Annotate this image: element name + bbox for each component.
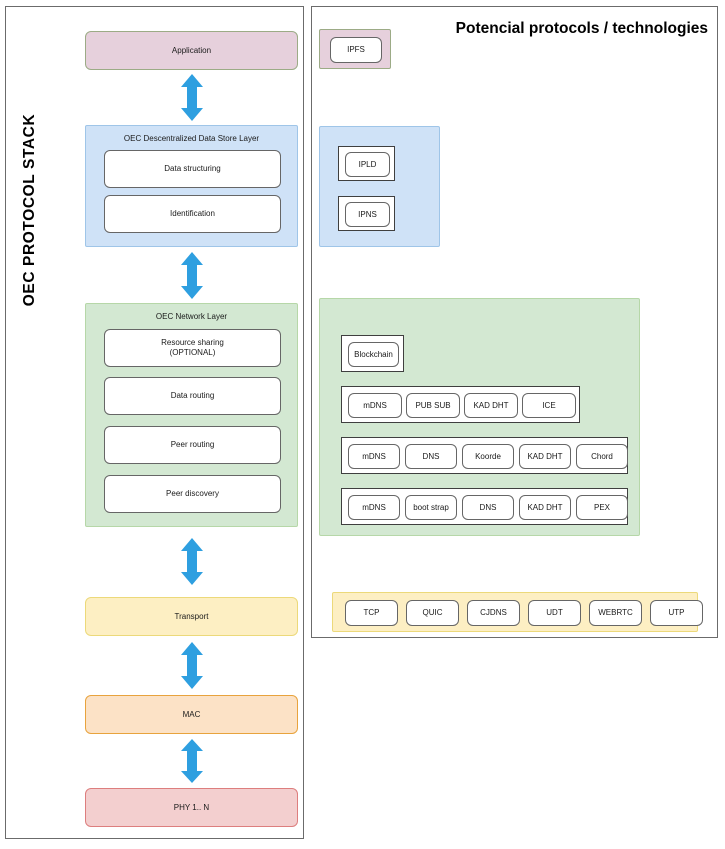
tech-row-peer-discovery: mDNS boot strap DNS KAD DHT PEX: [341, 488, 628, 525]
tech-data-routing-2-label: KAD DHT: [473, 400, 509, 410]
tech-transport-0-label: TCP: [363, 608, 380, 617]
tech-ipns[interactable]: IPNS: [345, 202, 390, 227]
tech-transport-4[interactable]: WEBRTC: [589, 600, 642, 626]
tech-transport-2-label: CJDNS: [480, 608, 507, 617]
tech-ipld-label: IPLD: [358, 159, 377, 169]
tech-peer-routing-1[interactable]: DNS: [405, 444, 457, 469]
tech-peer-routing-3-label: KAD DHT: [527, 451, 563, 461]
tech-transport-4-label: WEBRTC: [598, 608, 633, 617]
layer-application[interactable]: Application: [85, 31, 298, 70]
layer-transport[interactable]: Transport: [85, 597, 298, 636]
tech-row-data-routing: mDNS PUB SUB KAD DHT ICE: [341, 386, 580, 423]
tech-transport-2[interactable]: CJDNS: [467, 600, 520, 626]
tech-data-routing-1[interactable]: PUB SUB: [406, 393, 460, 418]
tech-peer-discovery-1-label: boot strap: [413, 502, 449, 512]
tech-peer-discovery-3-label: KAD DHT: [527, 502, 563, 512]
tech-data-routing-0-label: mDNS: [363, 400, 387, 410]
tech-peer-routing-1-label: DNS: [422, 451, 440, 461]
sublayer-peer-discovery[interactable]: Peer discovery: [104, 475, 281, 513]
page-title-vertical: OEC PROTOCOL STACK: [21, 113, 38, 307]
tech-peer-routing-4-label: Chord: [591, 451, 613, 461]
sublayer-data-routing-label: Data routing: [170, 391, 215, 400]
tech-transport-0[interactable]: TCP: [345, 600, 398, 626]
tech-peer-routing-4[interactable]: Chord: [576, 444, 628, 469]
arrow-datastore-network: [179, 252, 205, 299]
sublayer-resource-sharing[interactable]: Resource sharing (OPTIONAL): [104, 329, 281, 367]
sublayer-identification-label: Identification: [170, 209, 215, 218]
sublayer-data-structuring-label: Data structuring: [164, 164, 221, 173]
tech-row-resource-sharing: Blockchain: [341, 335, 404, 372]
tech-peer-discovery-4[interactable]: PEX: [576, 495, 628, 520]
tech-transport-5-label: UTP: [668, 608, 685, 617]
sublayer-resource-sharing-label-line2: (OPTIONAL): [169, 348, 216, 357]
sublayer-peer-routing[interactable]: Peer routing: [104, 426, 281, 464]
tech-peer-routing-2-label: Koorde: [475, 451, 501, 461]
tech-group-transport: TCP QUIC CJDNS UDT WEBRTC UTP: [332, 592, 703, 632]
tech-ipns-label: IPNS: [358, 209, 377, 219]
tech-peer-discovery-0[interactable]: mDNS: [348, 495, 400, 520]
tech-data-routing-1-label: PUB SUB: [415, 400, 451, 410]
tech-data-routing-0[interactable]: mDNS: [348, 393, 402, 418]
layer-datastore[interactable]: OEC Descentralized Data Store Layer Data…: [85, 125, 298, 247]
tech-peer-discovery-2[interactable]: DNS: [462, 495, 514, 520]
tech-ipfs[interactable]: IPFS: [330, 37, 382, 63]
tech-data-routing-3-label: ICE: [542, 400, 556, 410]
tech-peer-discovery-1[interactable]: boot strap: [405, 495, 457, 520]
sublayer-identification[interactable]: Identification: [104, 195, 281, 233]
layer-mac-label: MAC: [182, 709, 201, 719]
tech-peer-discovery-2-label: DNS: [479, 502, 497, 512]
tech-peer-discovery-4-label: PEX: [593, 502, 610, 512]
layer-datastore-label: OEC Descentralized Data Store Layer: [123, 134, 260, 143]
potential-protocols-panel: Potencial protocols / technologies IPFS …: [311, 6, 718, 638]
tech-group-application: IPFS: [319, 29, 391, 69]
sublayer-peer-discovery-label: Peer discovery: [166, 489, 219, 498]
tech-transport-5[interactable]: UTP: [650, 600, 703, 626]
tech-ipns-frame: IPNS: [338, 196, 395, 231]
sublayer-resource-sharing-label-line1: Resource sharing: [161, 338, 224, 347]
tech-transport-3[interactable]: UDT: [528, 600, 581, 626]
tech-blockchain[interactable]: Blockchain: [348, 342, 399, 367]
arrow-application-datastore: [179, 74, 205, 121]
arrow-transport-mac: [179, 642, 205, 689]
tech-group-datastore: IPLD IPNS: [319, 126, 440, 247]
layer-network[interactable]: OEC Network Layer Resource sharing (OPTI…: [85, 303, 298, 527]
tech-transport-1[interactable]: QUIC: [406, 600, 459, 626]
layer-mac[interactable]: MAC: [85, 695, 298, 734]
potential-protocols-title: Potencial protocols / technologies: [455, 20, 708, 37]
tech-blockchain-label: Blockchain: [354, 349, 393, 359]
sublayer-data-routing[interactable]: Data routing: [104, 377, 281, 415]
tech-data-routing-2[interactable]: KAD DHT: [464, 393, 518, 418]
tech-ipfs-label: IPFS: [347, 45, 365, 54]
tech-peer-routing-3[interactable]: KAD DHT: [519, 444, 571, 469]
tech-transport-3-label: UDT: [546, 608, 563, 617]
tech-transport-1-label: QUIC: [422, 608, 443, 617]
tech-peer-routing-2[interactable]: Koorde: [462, 444, 514, 469]
sublayer-peer-routing-label: Peer routing: [170, 440, 215, 449]
tech-peer-discovery-0-label: mDNS: [362, 502, 386, 512]
layer-phy[interactable]: PHY 1.. N: [85, 788, 298, 827]
layer-transport-label: Transport: [174, 611, 209, 621]
tech-data-routing-3[interactable]: ICE: [522, 393, 576, 418]
layer-phy-label: PHY 1.. N: [173, 802, 210, 812]
tech-ipld-frame: IPLD: [338, 146, 395, 181]
arrow-mac-phy: [179, 739, 205, 783]
tech-group-network: Blockchain mDNS PUB SUB KAD DHT ICE mDNS…: [319, 298, 640, 536]
tech-peer-routing-0-label: mDNS: [362, 451, 386, 461]
tech-peer-discovery-3[interactable]: KAD DHT: [519, 495, 571, 520]
oec-protocol-stack-panel: OEC PROTOCOL STACK Application OEC Desce…: [5, 6, 304, 839]
arrow-network-transport: [179, 538, 205, 585]
tech-row-peer-routing: mDNS DNS Koorde KAD DHT Chord: [341, 437, 628, 474]
layer-application-label: Application: [171, 45, 212, 55]
tech-ipld[interactable]: IPLD: [345, 152, 390, 177]
layer-network-label: OEC Network Layer: [155, 312, 228, 321]
sublayer-data-structuring[interactable]: Data structuring: [104, 150, 281, 188]
tech-peer-routing-0[interactable]: mDNS: [348, 444, 400, 469]
